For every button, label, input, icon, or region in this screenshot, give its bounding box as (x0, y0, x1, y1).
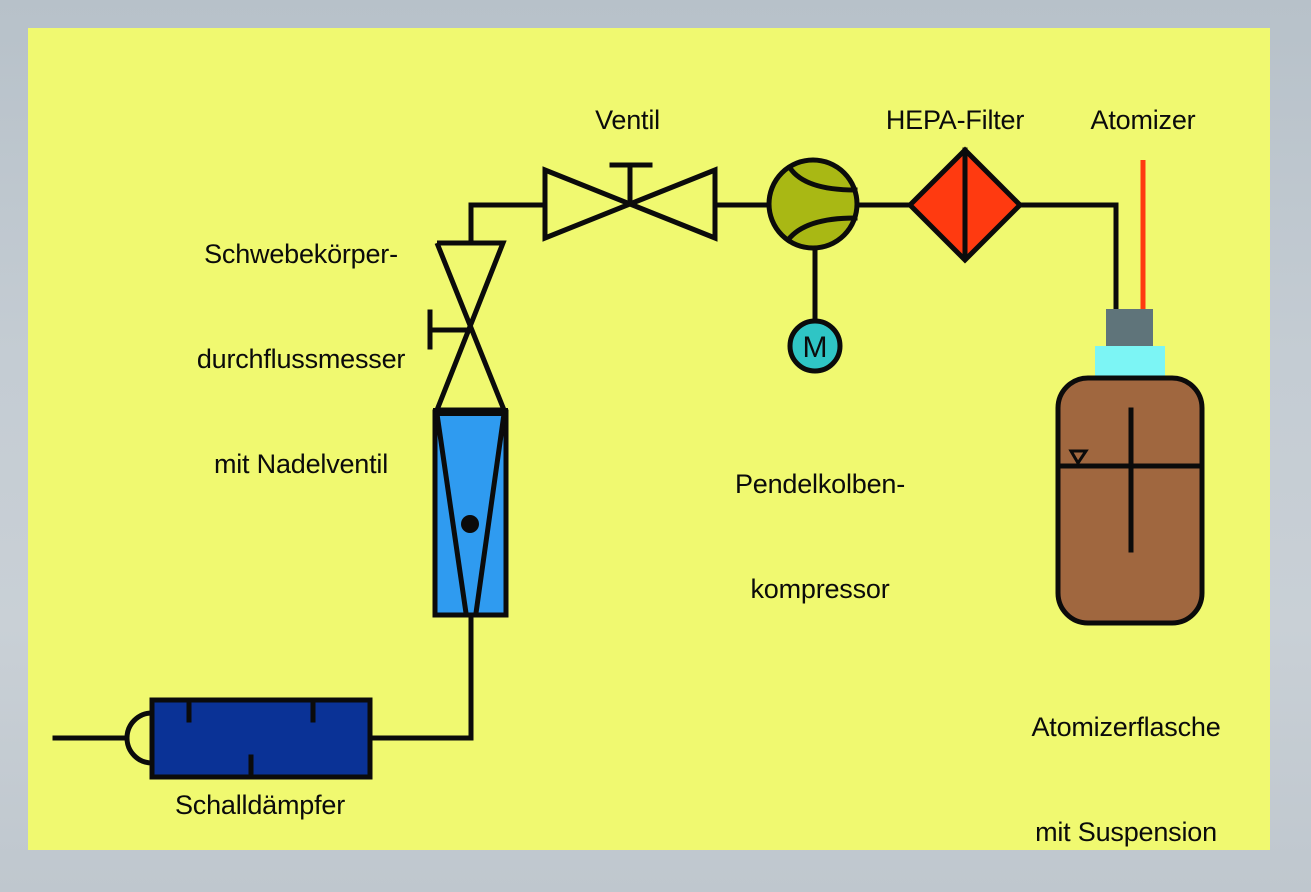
label-compressor-line2: kompressor (750, 574, 890, 604)
label-schwebekoerper: Schwebekörper- durchflussmesser mit Nade… (170, 167, 432, 517)
needle-valve (434, 240, 508, 413)
flowmeter-cone (434, 411, 507, 616)
compressor-seam-top (786, 164, 858, 193)
valve-stem (609, 162, 653, 207)
label-compressor: Pendelkolben- kompressor (700, 397, 940, 642)
pipe-silencer-to-flowmeter (367, 612, 474, 741)
valve-body (542, 166, 718, 242)
silencer-body (149, 697, 373, 780)
pipe-hepa-to-bottle (1017, 202, 1119, 313)
silencer-inlet-cap (124, 710, 155, 766)
motor-symbol: M (803, 331, 828, 364)
hepa-filter-symbol (906, 146, 1024, 264)
silencer-symbol (124, 697, 373, 780)
compressor-symbol: M (766, 157, 860, 374)
label-hepa-filter: HEPA-Filter (885, 105, 1025, 135)
silencer-baffles (186, 697, 316, 780)
pipe-flowmeter-to-valve (468, 202, 548, 246)
flowmeter-float (461, 515, 479, 533)
compressor-body (766, 157, 860, 251)
bottle-cap-ring (1095, 346, 1165, 378)
label-bottle: Atomizerflasche mit Suspension (990, 640, 1262, 885)
label-schalldaempfer: Schalldämpfer (175, 790, 345, 820)
bottle-cap-top (1106, 309, 1153, 346)
flowmeter-symbol (427, 240, 509, 618)
label-atomizer: Atomizer (1090, 105, 1196, 135)
needle-valve-handle (427, 309, 473, 350)
label-compressor-line1: Pendelkolben- (734, 469, 906, 499)
motor-icon (787, 318, 843, 374)
valve-symbol (542, 162, 718, 242)
atomizer-bottle-symbol (1055, 309, 1205, 626)
label-flowmeter-line2: durchflussmesser (196, 344, 406, 374)
compressor-seam-bottom (784, 215, 858, 244)
label-bottle-line2: mit Suspension (1035, 817, 1217, 847)
liquid-level-marker-icon (1068, 449, 1089, 466)
pipes (52, 202, 1119, 741)
label-ventil: Ventil (595, 105, 660, 135)
label-flowmeter-line3: mit Nadelventil (213, 449, 389, 479)
label-flowmeter-line1: Schwebekörper- (204, 239, 398, 269)
label-bottle-line1: Atomizerflasche (1031, 712, 1221, 742)
flowmeter-tube (432, 409, 509, 618)
